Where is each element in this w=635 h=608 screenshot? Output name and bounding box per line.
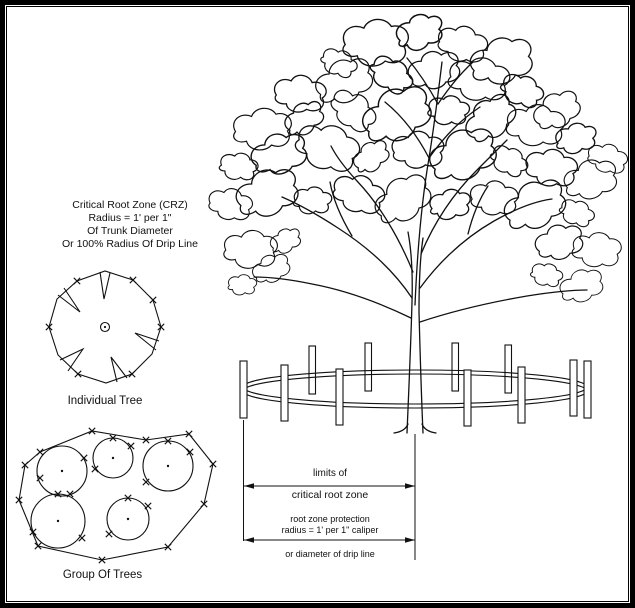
trunk-center-marker <box>99 321 111 333</box>
radius-caliper-label: radius = 1' per 1" caliper <box>281 525 379 535</box>
group-crz-outline <box>18 430 214 561</box>
crz-note: Critical Root Zone (CRZ) Radius = 1' per… <box>40 199 220 251</box>
protection-fence <box>239 342 592 427</box>
crz-note-line1: Critical Root Zone (CRZ) <box>72 199 188 211</box>
dimension-lines <box>243 420 416 560</box>
crz-note-line2: Radius = 1' per 1" <box>88 212 172 224</box>
individual-tree-label: Individual Tree <box>67 395 143 407</box>
line-art-canvas <box>15 8 630 564</box>
drip-line-diameter-label: or diameter of drip line <box>285 549 375 559</box>
group-of-trees-diagram <box>15 427 217 564</box>
crz-note-line3: Of Trunk Diameter <box>87 225 173 237</box>
individual-tree-diagram <box>45 270 165 384</box>
limits-of-label: limits of <box>313 468 347 479</box>
tree-branches <box>253 57 588 434</box>
crz-note-line4: Or 100% Radius Of Drip Line <box>62 238 198 250</box>
group-of-trees-label: Group Of Trees <box>62 569 143 581</box>
critical-root-zone-label: critical root zone <box>291 489 369 501</box>
root-zone-protection-label: root zone protection <box>290 514 370 524</box>
